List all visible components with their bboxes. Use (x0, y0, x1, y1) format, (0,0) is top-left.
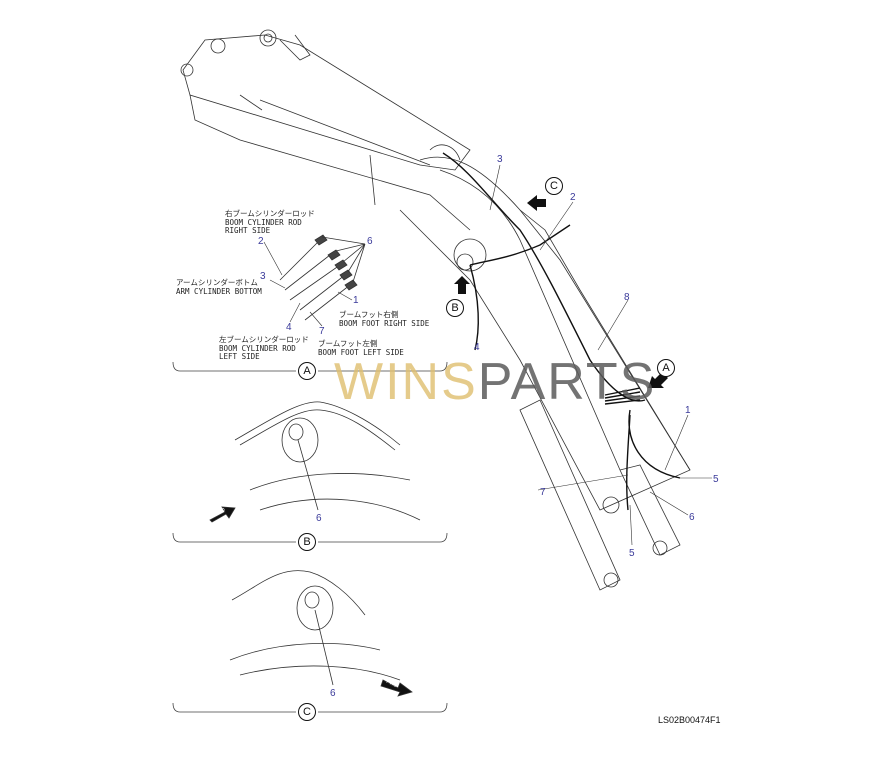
arm-outline (180, 29, 471, 231)
callout-main-5: 5 (713, 474, 719, 485)
callout-a-1: 1 (353, 295, 359, 306)
arrow-a-label: A (657, 359, 675, 377)
callout-main-3: 3 (497, 154, 503, 165)
label-jp: ブームフット左側 (318, 339, 378, 348)
view-brackets (172, 361, 448, 713)
callout-main-5b: 5 (629, 548, 635, 559)
callout-a-2: 2 (258, 236, 264, 247)
detail-a-hoses (279, 234, 366, 321)
label-jp: 右ブームシリンダーロッド (225, 209, 315, 218)
label-en-2: RIGHT SIDE (225, 226, 271, 235)
callout-main-2: 2 (570, 192, 576, 203)
view-a-label: A (298, 362, 316, 380)
callout-a-6: 6 (367, 236, 373, 247)
callout-main-1: 1 (685, 405, 691, 416)
arrow-c-label: C (545, 177, 563, 195)
label-en-2: LEFT SIDE (219, 352, 260, 361)
callout-a-4: 4 (286, 322, 292, 333)
callout-b-6: 6 (316, 513, 322, 524)
watermark: WINSPARTS (334, 352, 656, 412)
label-en: ARM CYLINDER BOTTOM (176, 286, 262, 296)
callout-a-7: 7 (319, 326, 325, 337)
callout-main-4: 4 (474, 342, 480, 353)
watermark-part1: WINS (334, 353, 478, 411)
callout-c-6: 6 (330, 688, 336, 699)
watermark-part2: PARTS (477, 353, 657, 411)
view-b-label: B (298, 533, 316, 551)
callout-a-3: 3 (260, 271, 266, 282)
hose-route (442, 152, 681, 511)
arrow-b-label: B (446, 299, 464, 317)
callout-main-8: 8 (624, 292, 630, 303)
label-jp: アームシリンダーボトム (176, 278, 258, 287)
view-c-label: C (298, 703, 316, 721)
label-en: BOOM CYLINDER ROD (219, 343, 296, 353)
label-jp: 左ブームシリンダーロッド (219, 335, 309, 344)
leader-lines (263, 164, 712, 546)
callout-main-6: 6 (689, 512, 695, 523)
boom-outline (399, 144, 691, 591)
callout-main-7: 7 (540, 487, 546, 498)
label-jp: ブームフット右側 (339, 310, 399, 319)
label-en: BOOM FOOT RIGHT SIDE (339, 318, 430, 328)
label-en: BOOM FOOT LEFT SIDE (318, 347, 404, 357)
label-en: BOOM CYLINDER ROD (225, 217, 302, 227)
detail-b-drawing (209, 401, 421, 523)
drawing-code: LS02B00474F1 (658, 715, 721, 725)
detail-c-drawing (229, 570, 413, 697)
